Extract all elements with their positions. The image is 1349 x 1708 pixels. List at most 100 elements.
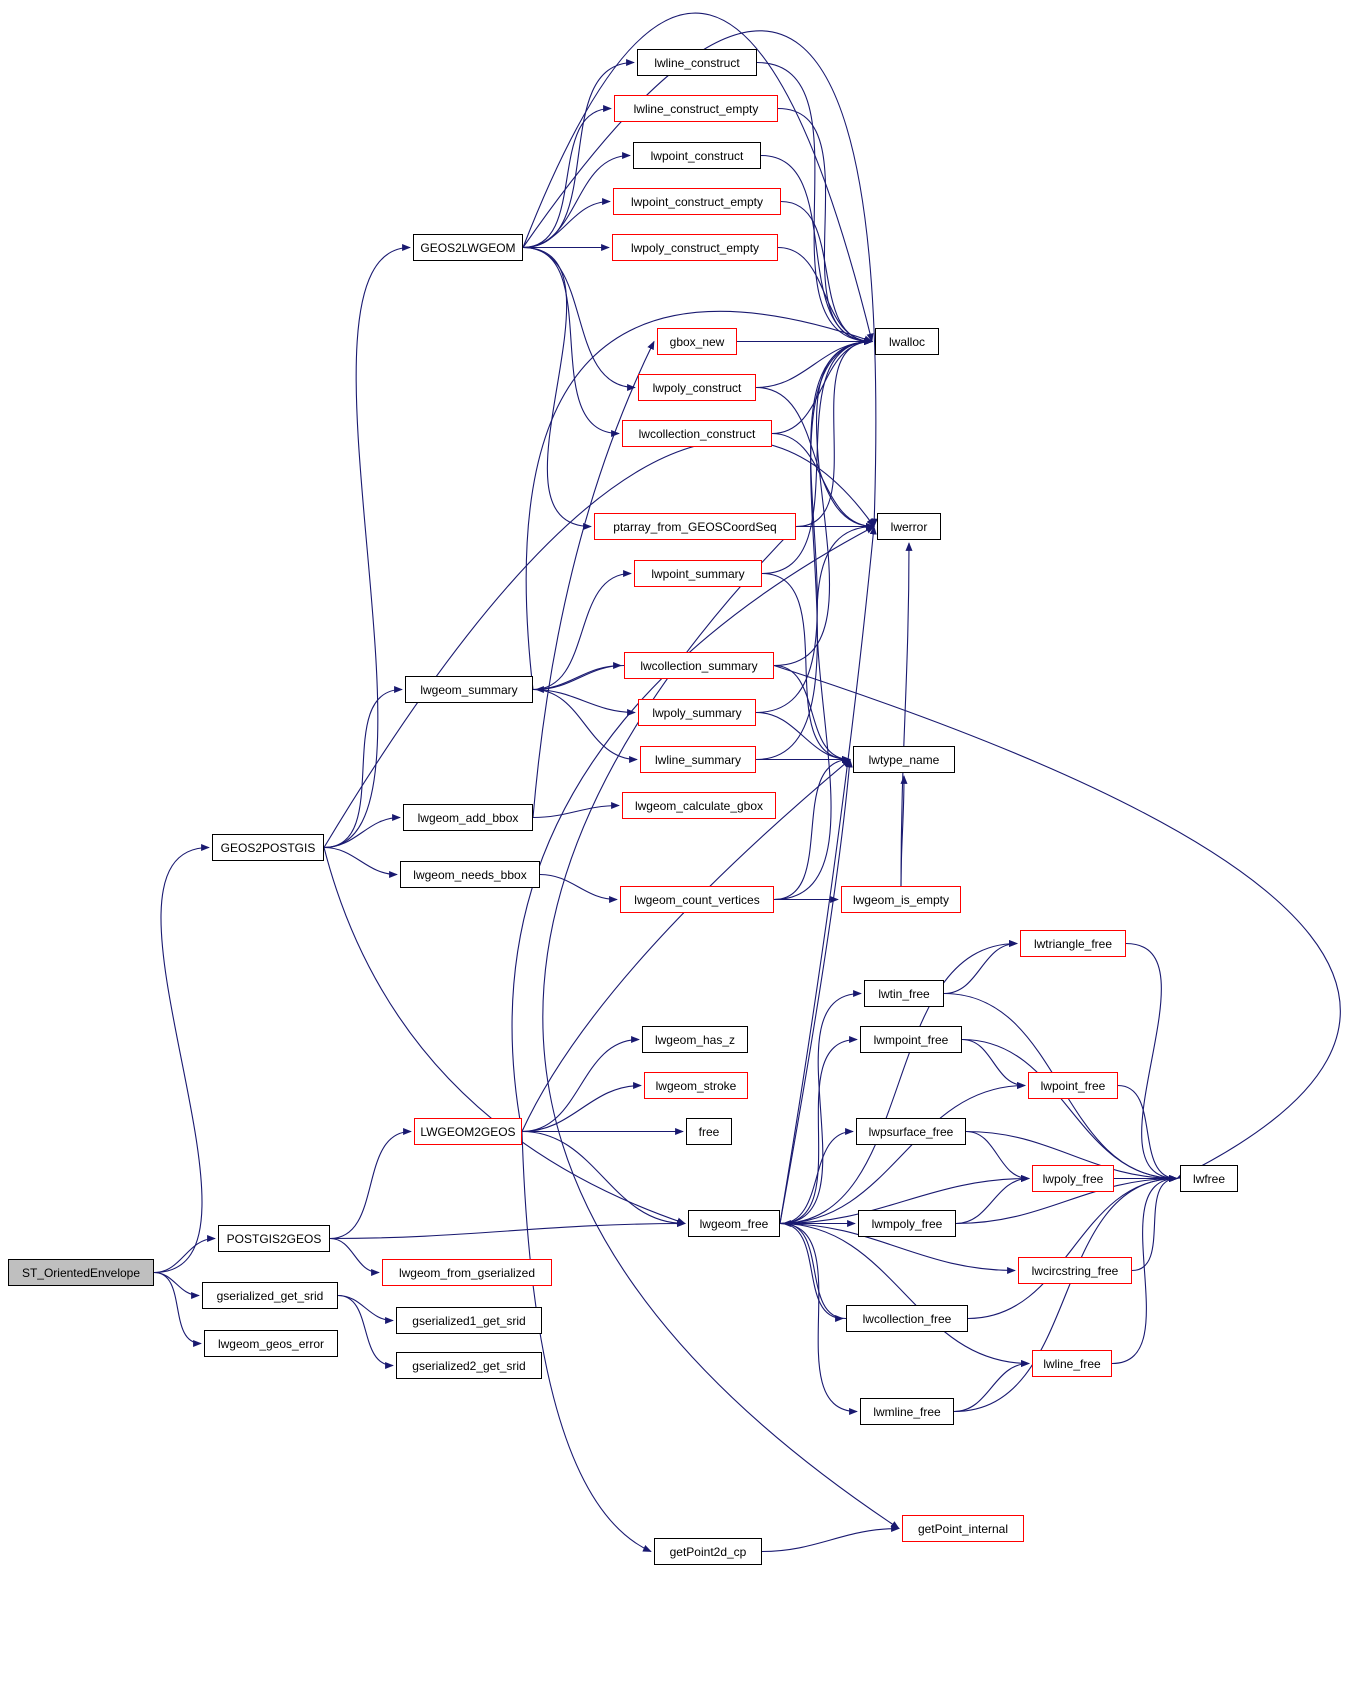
edge-ST_OrientedEnvelope-to-lwgeom_geos_error <box>153 1271 202 1348</box>
edge-ST_OrientedEnvelope-to-GEOS2POSTGIS <box>153 844 210 1274</box>
node-lwgeom_summary[interactable]: lwgeom_summary <box>405 676 533 703</box>
node-POSTGIS2GEOS[interactable]: POSTGIS2GEOS <box>218 1225 330 1252</box>
edge-lwpoly_construct-to-lwerror <box>755 386 875 531</box>
node-lwgeom_is_empty[interactable]: lwgeom_is_empty <box>841 886 961 913</box>
edge-lwpoly_construct-to-lwalloc <box>755 337 873 389</box>
edge-lwgeom_summary-to-lwalloc <box>525 310 873 690</box>
edge-gserialized_get_srid-to-gserialized1_get_srid <box>337 1294 394 1325</box>
edge-lwcollection_free-to-lwgeom_free <box>782 1219 847 1320</box>
node-LWGEOM2GEOS[interactable]: LWGEOM2GEOS <box>414 1118 522 1145</box>
edge-lwgeom_free-to-lwpoint_free <box>779 1081 1026 1225</box>
edge-lwline_construct_empty-to-lwalloc <box>777 107 873 346</box>
edge-lwgeom_free-to-lwtin_free <box>779 989 862 1225</box>
node-lwpoint_construct_empty[interactable]: lwpoint_construct_empty <box>613 188 781 215</box>
node-lwpoint_free[interactable]: lwpoint_free <box>1028 1072 1118 1099</box>
node-lwalloc[interactable]: lwalloc <box>875 328 939 355</box>
node-GEOS2POSTGIS[interactable]: GEOS2POSTGIS <box>212 834 324 861</box>
edge-lwtin_free-to-lwtriangle_free <box>943 939 1018 995</box>
edge-lwcollection_summary-to-lwalloc <box>773 337 873 667</box>
node-lwpoly_summary[interactable]: lwpoly_summary <box>638 699 756 726</box>
edge-lwgeom_free-to-lwmpoint_free <box>779 1035 858 1225</box>
node-getPoint2d_cp[interactable]: getPoint2d_cp <box>654 1538 762 1565</box>
edge-ST_OrientedEnvelope-to-gserialized_get_srid <box>153 1271 200 1300</box>
edge-gserialized_get_srid-to-gserialized2_get_srid <box>337 1294 394 1370</box>
edge-lwpsurface_free-to-lwpoly_free <box>965 1130 1030 1183</box>
node-lwfree[interactable]: lwfree <box>1180 1165 1238 1192</box>
node-getPoint_internal[interactable]: getPoint_internal <box>902 1515 1024 1542</box>
node-gserialized1_get_srid[interactable]: gserialized1_get_srid <box>396 1307 542 1334</box>
edge-lwmline_free-to-lwline_free <box>953 1359 1030 1413</box>
node-gserialized_get_srid[interactable]: gserialized_get_srid <box>202 1282 338 1309</box>
node-lwline_construct[interactable]: lwline_construct <box>637 49 757 76</box>
node-lwgeom_has_z[interactable]: lwgeom_has_z <box>642 1026 748 1053</box>
node-lwcircstring_free[interactable]: lwcircstring_free <box>1018 1257 1132 1284</box>
edge-lwpoly_summary-to-lwtype_name <box>755 711 851 764</box>
node-lwgeom_needs_bbox[interactable]: lwgeom_needs_bbox <box>400 861 540 888</box>
node-lwgeom_free[interactable]: lwgeom_free <box>688 1210 780 1237</box>
node-lwpoly_construct[interactable]: lwpoly_construct <box>638 374 756 401</box>
edge-lwgeom_summary-to-lwcollection_summary <box>532 661 622 691</box>
node-gbox_new[interactable]: gbox_new <box>657 328 737 355</box>
node-lwgeom_stroke[interactable]: lwgeom_stroke <box>644 1072 748 1099</box>
edge-lwgeom_is_empty-to-lwerror <box>900 542 913 887</box>
edge-GEOS2POSTGIS-to-lwgeom_add_bbox <box>323 813 401 849</box>
node-lwgeom_geos_error[interactable]: lwgeom_geos_error <box>204 1330 338 1357</box>
node-ST_OrientedEnvelope[interactable]: ST_OrientedEnvelope <box>8 1259 154 1286</box>
edge-lwmpoly_free-to-lwpoly_free <box>955 1174 1030 1225</box>
node-lwpoly_construct_empty[interactable]: lwpoly_construct_empty <box>612 234 778 261</box>
node-lwcollection_summary[interactable]: lwcollection_summary <box>624 652 774 679</box>
edge-GEOS2POSTGIS-to-lwgeom_needs_bbox <box>323 846 398 879</box>
node-lwmpoly_free[interactable]: lwmpoly_free <box>858 1210 956 1237</box>
node-free[interactable]: free <box>686 1118 732 1145</box>
edge-GEOS2LWGEOM-to-lwline_construct <box>522 58 635 249</box>
node-lwpoint_summary[interactable]: lwpoint_summary <box>634 560 762 587</box>
edge-lwgeom_needs_bbox-to-lwgeom_count_vertices <box>539 873 618 904</box>
node-lwgeom_calculate_gbox[interactable]: lwgeom_calculate_gbox <box>622 792 776 819</box>
edge-GEOS2POSTGIS-to-GEOS2LWGEOM <box>323 244 411 849</box>
node-gserialized2_get_srid[interactable]: gserialized2_get_srid <box>396 1352 542 1379</box>
edge-lwgeom_count_vertices-to-lwerror <box>773 523 875 901</box>
node-lwerror[interactable]: lwerror <box>877 513 941 540</box>
edge-lwcircstring_free-to-lwfree <box>1131 1174 1178 1272</box>
edge-lwcollection_summary-to-lwgeom_summary <box>535 664 625 694</box>
edge-GEOS2POSTGIS-to-lwerror <box>323 439 875 848</box>
node-lwpoint_construct[interactable]: lwpoint_construct <box>633 142 761 169</box>
node-lwgeom_from_gserialized[interactable]: lwgeom_from_gserialized <box>382 1259 552 1286</box>
edge-LWGEOM2GEOS-to-lwgeom_stroke <box>521 1081 642 1133</box>
edge-lwcollection_summary-to-lwtype_name <box>773 664 851 764</box>
node-lwgeom_count_vertices[interactable]: lwgeom_count_vertices <box>620 886 774 913</box>
edge-GEOS2LWGEOM-to-lwpoly_construct <box>522 246 636 392</box>
edge-lwgeom_count_vertices-to-lwtype_name <box>773 755 851 901</box>
node-lwtin_free[interactable]: lwtin_free <box>864 980 944 1007</box>
node-lwgeom_add_bbox[interactable]: lwgeom_add_bbox <box>403 804 533 831</box>
edge-ST_OrientedEnvelope-to-POSTGIS2GEOS <box>153 1234 216 1274</box>
node-lwline_summary[interactable]: lwline_summary <box>640 746 756 773</box>
node-lwmline_free[interactable]: lwmline_free <box>860 1398 954 1425</box>
edge-GEOS2LWGEOM-to-lwpoint_construct_empty <box>522 197 611 249</box>
edge-lwgeom_free-to-lwpsurface_free <box>779 1127 854 1225</box>
edge-ptarray_from_GEOSCoordSeq-to-lwalloc <box>795 337 873 528</box>
edge-LWGEOM2GEOS-to-getPoint2d_cp <box>521 1131 652 1553</box>
edge-lwpoint_construct_empty-to-lwalloc <box>780 200 873 346</box>
edge-lwgeom_summary-to-lwline_summary <box>532 688 638 764</box>
edge-lwcollection_construct-to-lwalloc <box>771 337 873 435</box>
node-lwcollection_construct[interactable]: lwcollection_construct <box>622 420 772 447</box>
edge-lwmpoint_free-to-lwfree <box>961 1038 1178 1183</box>
node-lwtype_name[interactable]: lwtype_name <box>853 746 955 773</box>
node-lwcollection_free[interactable]: lwcollection_free <box>846 1305 968 1332</box>
node-GEOS2LWGEOM[interactable]: GEOS2LWGEOM <box>413 234 523 261</box>
node-ptarray_from_GEOSCoordSeq[interactable]: ptarray_from_GEOSCoordSeq <box>594 513 796 540</box>
edge-lwgeom_add_bbox-to-lwgeom_calculate_gbox <box>532 801 620 819</box>
node-lwpsurface_free[interactable]: lwpsurface_free <box>856 1118 966 1145</box>
edge-GEOS2LWGEOM-to-ptarray_from_GEOSCoordSeq <box>522 246 592 531</box>
node-lwtriangle_free[interactable]: lwtriangle_free <box>1020 930 1126 957</box>
edge-GEOS2LWGEOM-to-lwcollection_construct <box>522 246 620 438</box>
edge-lwgeom_summary-to-lwpoly_summary <box>532 688 636 717</box>
edge-POSTGIS2GEOS-to-lwgeom_from_gserialized <box>329 1237 380 1277</box>
edge-lwpoint_summary-to-lwtype_name <box>761 572 851 764</box>
node-lwline_free[interactable]: lwline_free <box>1032 1350 1112 1377</box>
node-lwmpoint_free[interactable]: lwmpoint_free <box>860 1026 962 1053</box>
edge-getPoint2d_cp-to-getPoint_internal <box>761 1524 900 1553</box>
node-lwpoly_free[interactable]: lwpoly_free <box>1032 1165 1114 1192</box>
node-lwline_construct_empty[interactable]: lwline_construct_empty <box>614 95 778 122</box>
